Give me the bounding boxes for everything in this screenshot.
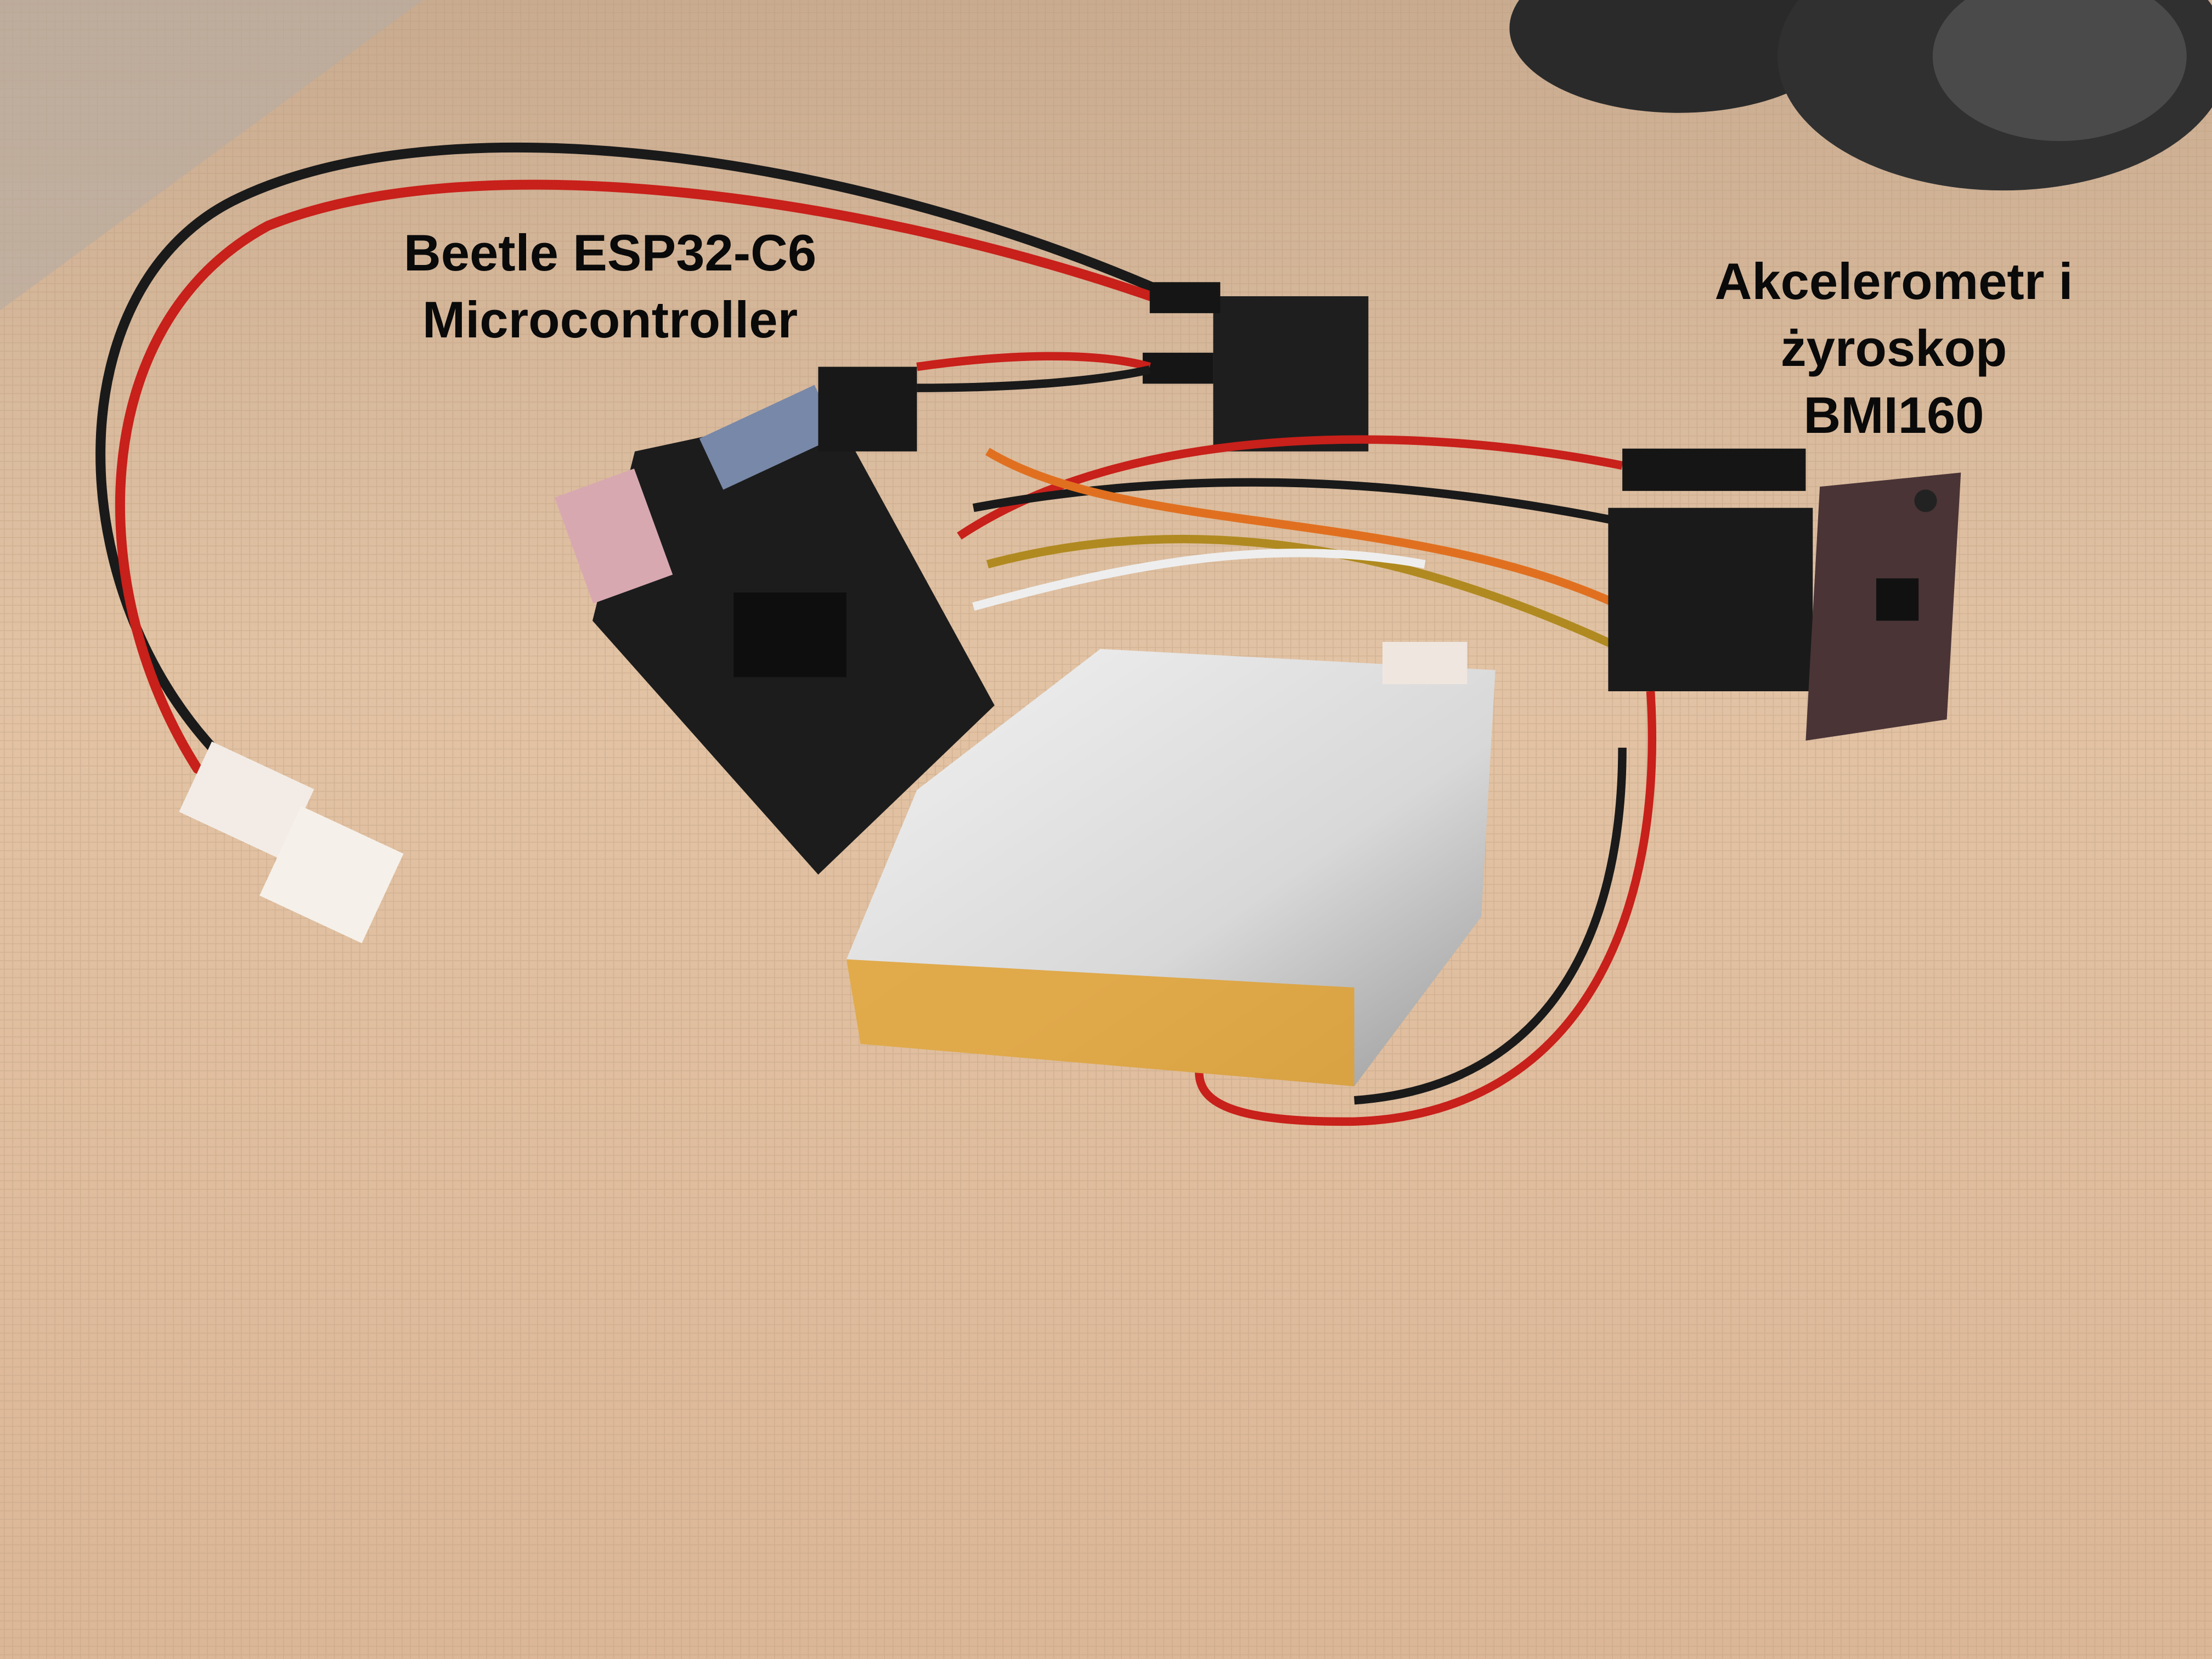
esp32-c6-board [554,366,995,875]
imu-label: Akcelerometr i żyroskop BMI160 [1714,248,2073,449]
jst-connector [179,741,404,944]
lipo-battery [846,642,1656,1126]
lace-border [0,0,424,311]
imu-label-line2: żyroskop [1780,319,2007,377]
imu-label-line3: BMI160 [1803,386,1984,444]
imu-label-line1: Akcelerometr i [1714,252,2073,310]
bmi160-board [1805,472,1961,741]
background-object [1509,0,2212,191]
imu-wires [957,435,1624,653]
dupont-headers [1608,448,1813,691]
jst-cable [95,142,1176,774]
switch [1142,282,1369,452]
microcontroller-label: Beetle ESP32-C6 Microcontroller [404,219,816,353]
microcontroller-label-line1: Beetle ESP32-C6 [403,224,817,281]
microcontroller-label-line2: Microcontroller [422,291,798,348]
